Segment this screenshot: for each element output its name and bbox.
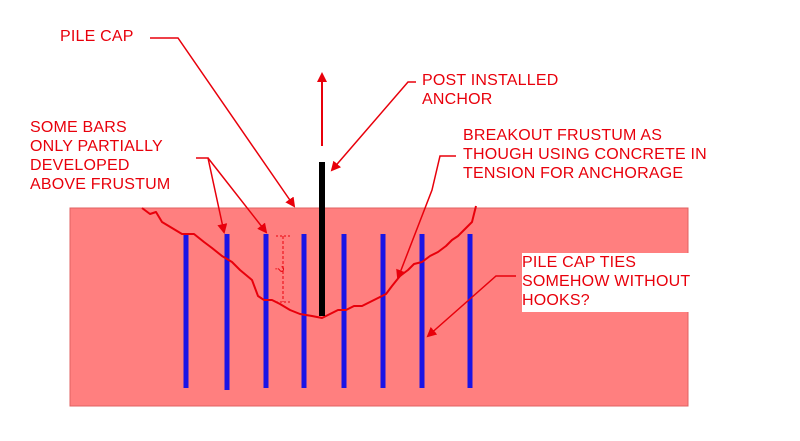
anchor-label-line-2: ANCHOR — [422, 91, 493, 108]
some-bars-label-line-4: ABOVE FRUSTUM — [30, 176, 171, 193]
ties-label-line-1: PILE CAP TIES — [522, 254, 637, 271]
some-bars-label-line-1: SOME BARS — [30, 119, 127, 136]
breakout-label-line-1: BREAKOUT FRUSTUM AS — [463, 127, 663, 144]
ties-label-line-2: SOMEHOW WITHOUT — [522, 273, 691, 290]
pile-cap-leader — [150, 37, 296, 208]
pile-cap-label-line-1: PILE CAP — [60, 28, 134, 45]
anchor-label-line-1: POST INSTALLED — [422, 72, 559, 89]
ties-label-line-3: HOOKS? — [522, 292, 590, 309]
pile-cap-ties-label: PILE CAP TIES SOMEHOW WITHOUT HOOKS? — [522, 253, 691, 312]
pile-cap-label: PILE CAP — [60, 27, 134, 46]
some-bars-label-line-3: DEVELOPED — [30, 157, 130, 174]
some-bars-leader-2 — [207, 157, 268, 234]
breakout-label-line-2: THOUGH USING CONCRETE IN — [463, 146, 707, 163]
anchor-leader — [330, 81, 416, 172]
breakout-frustum-line — [141, 205, 477, 319]
question-mark: ? — [272, 265, 287, 273]
some-bars-label-line-2: ONLY PARTIALLY — [30, 138, 163, 155]
some-bars-label: SOME BARS ONLY PARTIALLY DEVELOPED ABOVE… — [30, 118, 170, 194]
post-installed-anchor-label: POST INSTALLED ANCHOR — [422, 71, 558, 109]
breakout-leader — [396, 155, 456, 280]
ties-leader — [426, 275, 516, 338]
breakout-frustum-label: BREAKOUT FRUSTUM AS THOUGH USING CONCRET… — [463, 126, 707, 183]
breakout-label-line-3: TENSION FOR ANCHORAGE — [463, 165, 684, 182]
